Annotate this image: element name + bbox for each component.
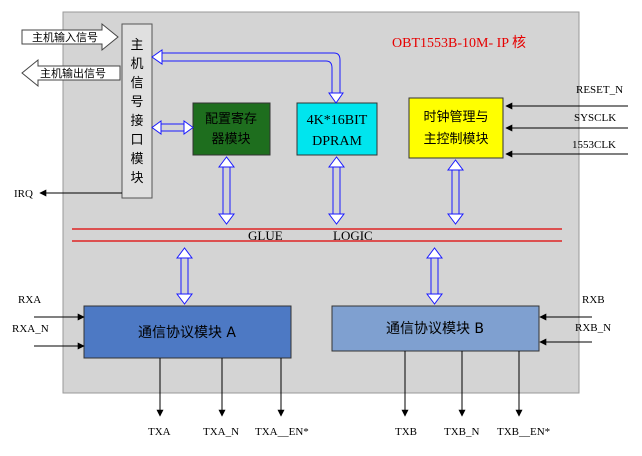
clock-module-label-1: 时钟管理与 (423, 109, 488, 125)
dpram-module (296, 102, 378, 156)
glue-logic-bus: GLUE LOGIC (72, 228, 562, 243)
irq-label: IRQ (14, 188, 33, 200)
svg-text:接: 接 (130, 113, 143, 129)
txb-label: TXB (395, 426, 417, 438)
host-interface-label: 主 机 信 号 接 口 模 块 (130, 38, 143, 186)
diagram-title: OBT1553B-10M- IP 核 (392, 35, 526, 51)
rxb-n-label: RXB_N (575, 322, 611, 334)
glue-label: GLUE (248, 228, 283, 243)
svg-text:机: 机 (130, 57, 143, 72)
dpram-label-2: DPRAM (312, 134, 362, 149)
host-input-label: 主机输入信号 (32, 30, 98, 44)
clock-module-label-2: 主控制模块 (423, 132, 488, 147)
protocol-module-a (83, 305, 292, 359)
clock-control-module (408, 97, 504, 159)
svg-text:块: 块 (130, 171, 143, 186)
svg-text:主: 主 (130, 38, 143, 53)
txb-n-label: TXB_N (444, 426, 480, 438)
txa-n-label: TXA_N (203, 426, 239, 438)
dpram-glue-bus (328, 156, 345, 225)
host-output-label: 主机输出信号 (40, 66, 106, 80)
svg-text:口: 口 (130, 133, 143, 148)
host-interface-module (121, 23, 153, 199)
host-config-bus (151, 120, 194, 135)
protocol-module-b (331, 305, 540, 352)
rxa-label: RXA (18, 294, 41, 306)
glue-protocol-a-bus (176, 247, 193, 305)
clock-glue-bus (447, 159, 464, 225)
protocol-a-label: 通信协议模块 A (138, 325, 236, 341)
dpram-label-1: 4K*16BIT (307, 113, 368, 128)
logic-label: LOGIC (333, 228, 373, 243)
txa-label: TXA (148, 426, 171, 438)
config-module-label-2: 器模块 (211, 132, 250, 147)
host-input-arrow: 主机输入信号 (21, 22, 119, 52)
host-output-arrow: 主机输出信号 (21, 58, 121, 88)
svg-text:信: 信 (130, 76, 143, 91)
protocol-b-label: 通信协议模块 B (386, 321, 484, 337)
rxa-n-label: RXA_N (12, 323, 49, 335)
config-module-label-1: 配置寄存 (205, 111, 257, 127)
txb-en-label: TXB__EN* (497, 426, 550, 438)
svg-text:模: 模 (130, 152, 143, 167)
sysclk-label: SYSCLK (574, 112, 616, 124)
rxb-label: RXB (582, 294, 605, 306)
reset-label: RESET_N (576, 84, 623, 96)
host-dpram-bus (151, 49, 344, 104)
config-glue-bus (218, 156, 235, 225)
glue-protocol-b-bus (426, 247, 443, 305)
txa-en-label: TXA__EN* (255, 426, 309, 438)
svg-text:号: 号 (130, 95, 143, 110)
clk1553-label: 1553CLK (572, 139, 616, 151)
config-register-module (192, 102, 271, 156)
